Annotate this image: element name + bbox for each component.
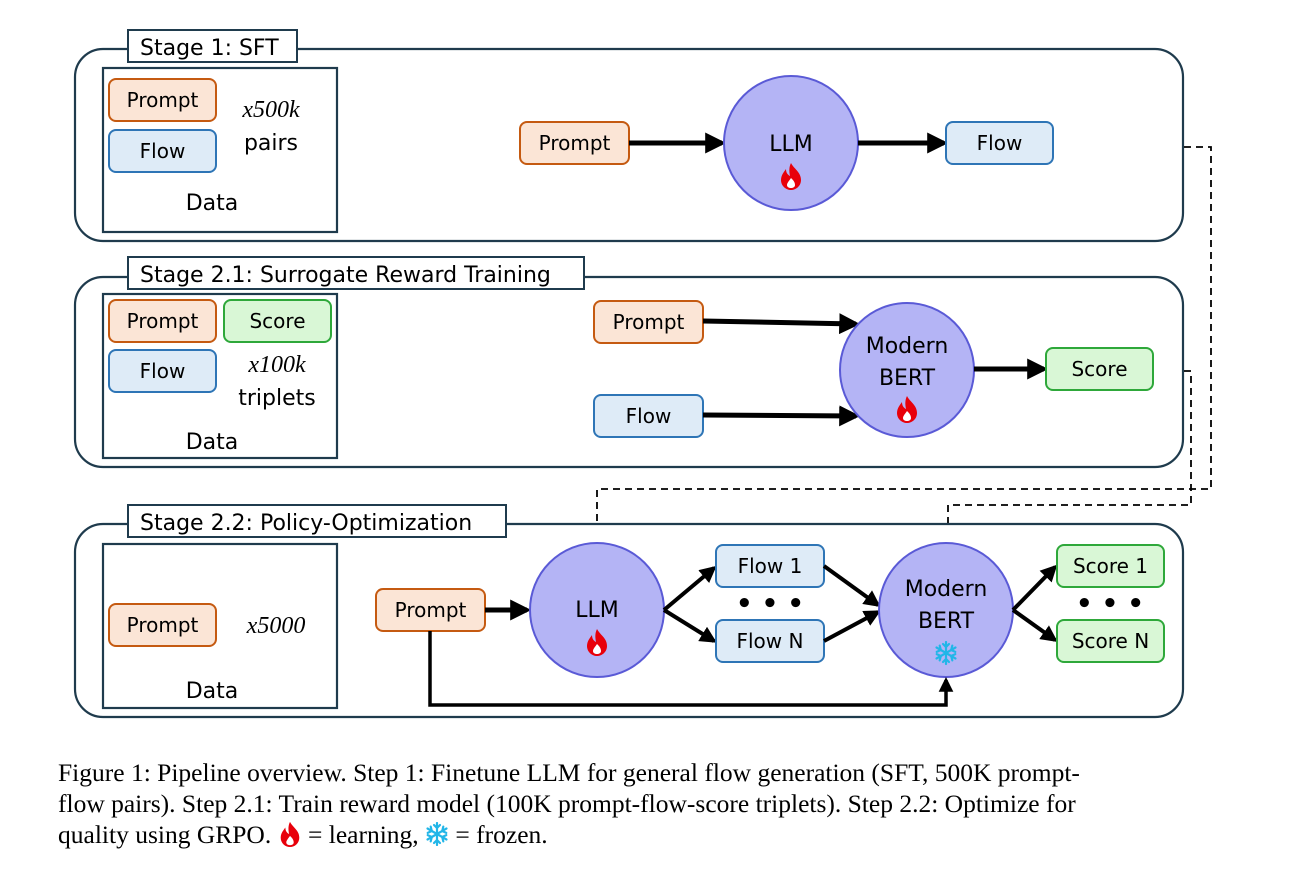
stage21-prompt-label: Prompt [613, 310, 685, 334]
stage1-llm-label: LLM [769, 132, 813, 157]
connector-reward-to-bert [942, 370, 1192, 544]
stage22-panel: Stage 2.2: Policy-Optimization Prompt x5… [73, 504, 1185, 719]
stage22-score-ellipsis: • • • [1076, 589, 1144, 619]
stage22-data-prompt-label: Prompt [127, 613, 199, 637]
stage1-flow-label: Flow [977, 131, 1023, 155]
stage1-panel: Stage 1: SFT Prompt Flow x500k pairs Dat… [73, 29, 1185, 243]
stage21-arrow-prompt-bert [702, 313, 861, 335]
figure-caption: Figure 1: Pipeline overview. Step 1: Fin… [58, 757, 1258, 850]
caption-line-3-text: quality using GRPO. [58, 820, 272, 849]
stage1-data-flow-box: Flow [108, 129, 217, 173]
stage22-arrow-llm-flow1 [662, 565, 717, 612]
stage1-count: x500k [241, 97, 300, 123]
stage21-bert-label-line1: Modern [866, 334, 949, 359]
stage21-data-prompt-label: Prompt [127, 309, 199, 333]
snowflake-icon [426, 821, 448, 847]
stage22-title: Stage 2.2: Policy-Optimization [140, 511, 472, 536]
stage21-flow-label: Flow [626, 404, 672, 428]
stage21-data-prompt-box: Prompt [108, 299, 217, 343]
stage22-bert-node: Modern BERT [878, 542, 1014, 678]
stage21-bert-node: Modern BERT [839, 302, 975, 438]
stage22-bert-label-line1: Modern [905, 577, 988, 602]
caption-frozen-text: = frozen. [455, 820, 548, 849]
stage21-score-label: Score [1071, 357, 1127, 381]
stage1-prompt-label: Prompt [539, 131, 611, 155]
stage21-data-label: Data [186, 430, 239, 455]
stage22-flow1-label: Flow 1 [738, 554, 803, 578]
stage21-count-unit: triplets [238, 386, 315, 411]
stage21-prompt-box: Prompt [593, 300, 704, 344]
stage1-data-flow-label: Flow [140, 139, 186, 163]
pipeline-diagram: Stage 1: SFT Prompt Flow x500k pairs Dat… [73, 29, 1212, 719]
caption-line-3: quality using GRPO. = learning, = frozen… [58, 819, 1258, 850]
stage21-arrow-flow-bert [702, 405, 861, 427]
stage21-title: Stage 2.1: Surrogate Reward Training [140, 263, 551, 288]
stage22-llm-label: LLM [575, 598, 619, 623]
stage1-data-prompt-label: Prompt [127, 88, 199, 112]
stage22-arrow-flowN-bert [823, 610, 881, 643]
stage22-arrow-bert-score1 [1011, 564, 1058, 612]
stage22-arrow-bert-scoreN [1011, 608, 1058, 642]
stage21-data-score-label: Score [249, 309, 305, 333]
stage21-bert-label-line2: BERT [879, 366, 936, 391]
stage1-data-prompt-box: Prompt [108, 78, 217, 122]
stage22-arrow-llm-flowN [662, 608, 717, 643]
stage22-data-prompt-box: Prompt [108, 603, 217, 647]
stage22-scoreN-label: Score N [1072, 629, 1149, 653]
stage21-panel: Stage 2.1: Surrogate Reward Training Pro… [73, 256, 1185, 469]
stage1-data-label: Data [186, 191, 239, 216]
stage22-data-label: Data [186, 679, 239, 704]
stage21-data-score-box: Score [223, 299, 332, 343]
stage22-flowN-box: Flow N [715, 619, 825, 663]
stage22-llm-node: LLM [529, 542, 665, 678]
caption-line-2: flow pairs). Step 2.1: Train reward mode… [58, 789, 1076, 818]
stage1-count-unit: pairs [244, 131, 298, 156]
stage21-score-box: Score [1045, 347, 1154, 391]
caption-learning-text: = learning, [307, 820, 419, 849]
connector-sft-to-policy [591, 146, 1212, 544]
stage21-data-flow-box: Flow [108, 349, 217, 393]
stage1-llm-node: LLM [723, 75, 859, 211]
stage22-score1-box: Score 1 [1056, 544, 1165, 588]
stage22-flowN-label: Flow N [737, 629, 804, 653]
stage21-count: x100k [247, 352, 306, 378]
stage21-flow-box: Flow [593, 394, 704, 438]
stage22-count: x5000 [246, 613, 306, 639]
stage22-scoreN-box: Score N [1056, 619, 1165, 663]
stage22-score1-label: Score 1 [1073, 554, 1148, 578]
fire-icon [280, 821, 299, 847]
stage22-bert-label-line2: BERT [918, 609, 975, 634]
caption-line-1: Figure 1: Pipeline overview. Step 1: Fin… [58, 758, 1080, 787]
stage22-prompt-label: Prompt [395, 598, 467, 622]
stage22-arrow-flow1-bert [822, 564, 881, 607]
stage21-data-flow-label: Flow [140, 359, 186, 383]
dashed-connectors [591, 146, 1212, 544]
stage1-title: Stage 1: SFT [140, 36, 279, 61]
stage22-flow1-box: Flow 1 [715, 544, 825, 588]
stage22-arrow-prompt-bert [428, 631, 954, 707]
stage1-flow-box: Flow [945, 121, 1054, 165]
stage1-prompt-box: Prompt [519, 121, 630, 165]
stage22-flow-ellipsis: • • • [736, 589, 804, 619]
stage22-prompt-box: Prompt [375, 588, 486, 632]
